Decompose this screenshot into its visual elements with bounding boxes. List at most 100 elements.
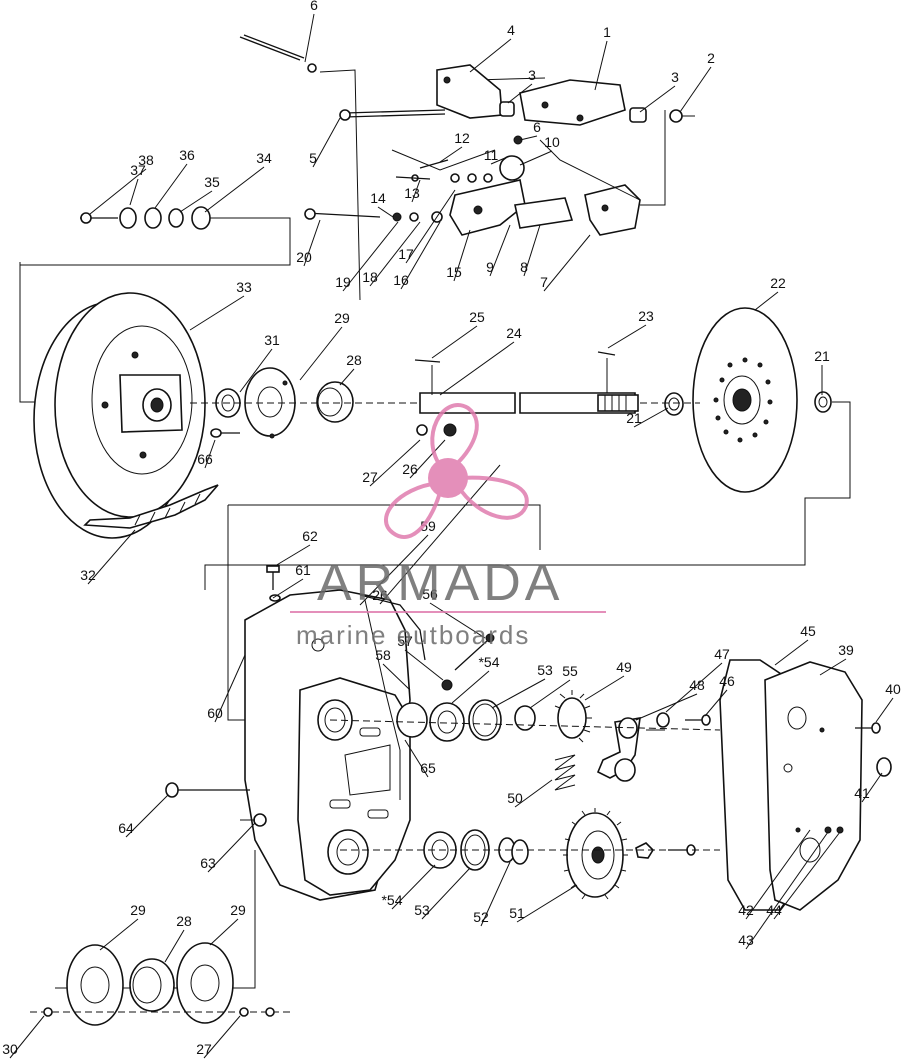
callout-label: 14 [370, 190, 386, 206]
callout-label: 64 [118, 820, 134, 836]
watermark-tagline: marine outboards [296, 620, 530, 650]
callout-leader [633, 407, 669, 428]
callout-label: 61 [295, 562, 311, 578]
callout-leader [89, 168, 147, 215]
callout-leader [405, 189, 456, 264]
callout-leader [773, 831, 841, 920]
callout-leader [439, 146, 463, 163]
callout-label: 28 [346, 352, 362, 368]
lower-bearing-group [30, 850, 290, 1026]
callout-leader [745, 829, 811, 920]
callout-leader [304, 13, 315, 63]
callout-label: 27 [362, 469, 378, 485]
callout-label: 60 [207, 705, 223, 721]
callout-leader [490, 157, 506, 165]
drive-pulley-assembly [33, 292, 420, 539]
callout-label: 26 [372, 587, 388, 603]
callout-label: 35 [204, 174, 220, 190]
callout-label: 65 [420, 760, 436, 776]
callout-leader [523, 224, 541, 277]
callout-label: 17 [398, 246, 414, 262]
callout-leader [429, 602, 486, 639]
propeller-logo [384, 403, 529, 539]
callout-label: 44 [766, 902, 782, 918]
callout-label: 42 [738, 902, 754, 918]
callout-leader [129, 178, 139, 206]
callout-leader [819, 658, 847, 676]
callout-label: 33 [236, 279, 252, 295]
callout-leader [404, 739, 429, 778]
callout-label: 29 [230, 902, 246, 918]
callout-leader [519, 135, 538, 141]
callout-leader [359, 534, 429, 606]
callout-leader [491, 678, 546, 709]
callout-leader [453, 229, 471, 282]
callout-leader [179, 190, 213, 213]
callout-leader [607, 324, 647, 349]
callout-leader [421, 867, 471, 920]
callout-leader [379, 464, 501, 605]
callout-leader [409, 439, 446, 479]
callout-label: 15 [446, 264, 462, 280]
callout-leader [99, 918, 139, 951]
callout-label: 62 [302, 528, 318, 544]
callout-label: 11 [484, 147, 499, 163]
callout-label: 30 [2, 1041, 18, 1057]
callout-leader [369, 221, 421, 287]
callout-leader [507, 83, 533, 104]
callout-leader [299, 326, 343, 381]
callout-label: 6 [310, 0, 318, 13]
callout-label: 29 [334, 310, 350, 326]
callout-leader [87, 529, 136, 585]
callout-label: 52 [473, 909, 489, 925]
callout-leader [9, 1015, 45, 1059]
chaincase-cover [719, 659, 892, 911]
callout-leader [312, 117, 341, 168]
callout-leader [704, 689, 728, 717]
callout-label: *54 [381, 892, 402, 908]
callout-label: 4 [507, 22, 515, 38]
callout-leader [377, 206, 394, 218]
propeller-blade-top [430, 403, 479, 470]
callout-label: 40 [885, 681, 901, 697]
callout-label: 12 [454, 130, 470, 146]
callout-label: 63 [200, 855, 216, 871]
callout-label: 10 [544, 134, 560, 150]
callout-leader [400, 221, 441, 290]
callout-label: 21 [626, 410, 642, 426]
callout-label: 47 [714, 646, 730, 662]
armada-watermark: ARMADA marine outboards [290, 403, 606, 650]
callout-label: 19 [335, 274, 351, 290]
callout-label: 48 [689, 677, 705, 693]
callout-leader [665, 662, 723, 713]
callout-leader [404, 649, 444, 681]
callout-label: 6 [533, 119, 541, 135]
callout-leader [164, 929, 185, 963]
callout-leader [516, 884, 578, 923]
callout-label: 57 [397, 633, 413, 649]
callout-label: 29 [130, 902, 146, 918]
callout-leader [342, 221, 399, 292]
callout-label: 51 [509, 905, 525, 921]
callout-leader [209, 918, 239, 946]
callout-label: 49 [616, 659, 632, 675]
upper-linkage-group [239, 34, 695, 301]
callout-label: 53 [414, 902, 430, 918]
callout-label: 37 [130, 162, 146, 178]
callout-leader [207, 822, 256, 873]
callout-leader [431, 325, 478, 359]
callout-label: 21 [814, 348, 830, 364]
callout-label: 36 [179, 147, 195, 163]
callout-leader [203, 1015, 241, 1059]
callout-leader [204, 439, 216, 469]
callout-leader [272, 578, 304, 599]
callout-label: 3 [671, 69, 679, 85]
callout-label: 5 [309, 150, 317, 166]
propeller-blade-right [456, 475, 529, 520]
callout-label: 34 [256, 150, 272, 166]
callout-leader [489, 224, 511, 277]
callout-label: 27 [196, 1041, 212, 1057]
callout-label: 28 [176, 913, 192, 929]
